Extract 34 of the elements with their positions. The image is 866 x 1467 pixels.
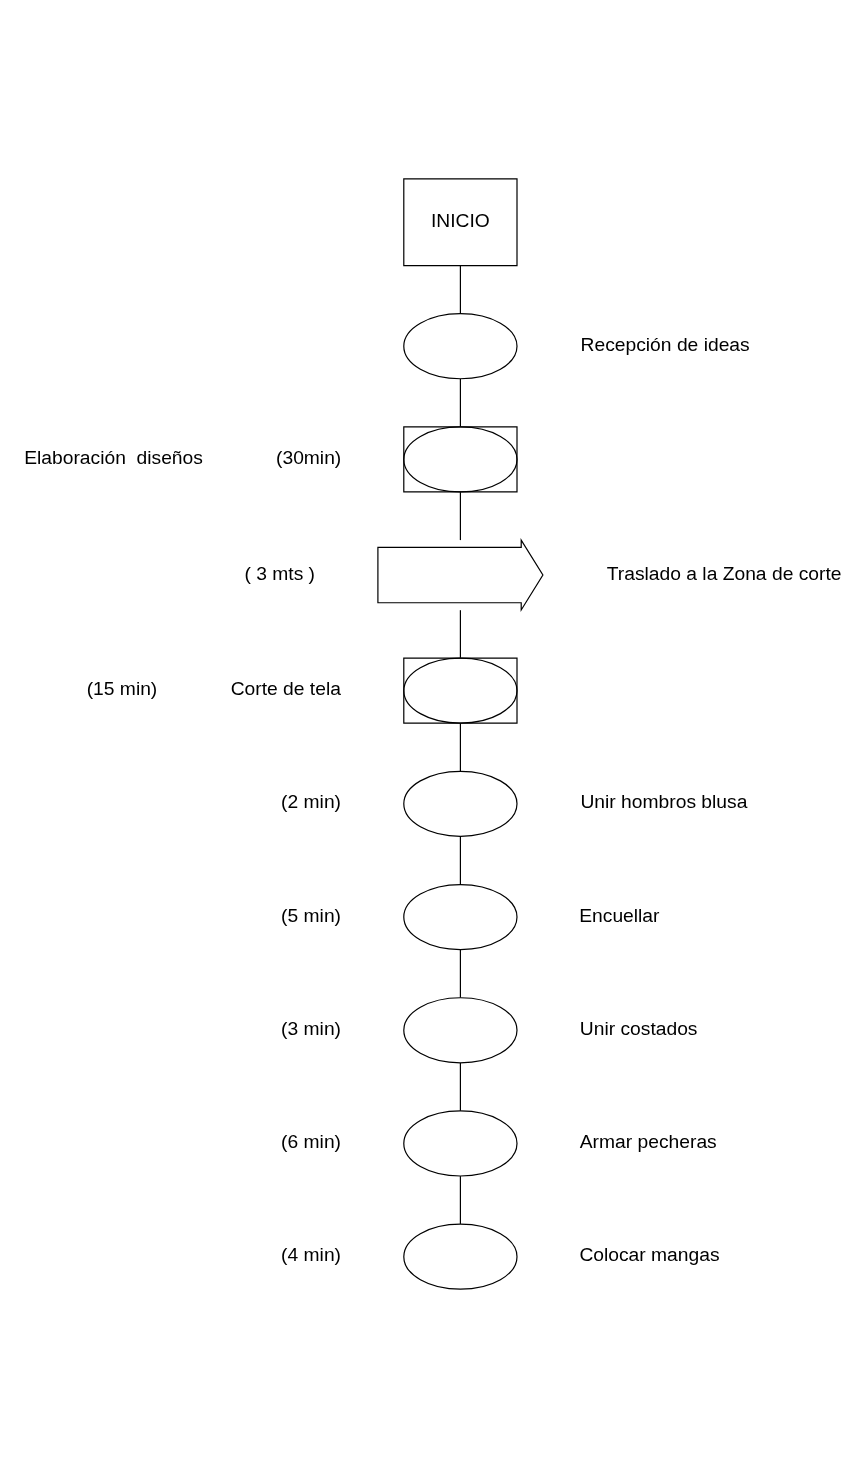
node-ellipse <box>403 312 518 379</box>
node-label: (6 min) <box>281 1130 342 1152</box>
connector <box>459 1175 461 1225</box>
node-ellipse <box>403 883 518 950</box>
node-label: Unir costados <box>579 1017 698 1039</box>
node-label: Armar pecheras <box>579 1130 717 1152</box>
node-label: Encuellar <box>579 904 660 926</box>
connector <box>459 491 461 541</box>
connector <box>459 948 461 998</box>
connector <box>459 264 461 314</box>
connector <box>459 377 461 427</box>
node-ellipse <box>403 1109 518 1177</box>
connector <box>459 609 461 658</box>
node-ellipse <box>403 996 518 1063</box>
node-label: Unir hombros blusa <box>580 790 748 812</box>
node-label: Traslado a la Zona de corte <box>606 562 842 584</box>
node-label: Corte de tela <box>230 677 341 699</box>
node-label: ( 3 mts ) <box>244 562 316 584</box>
node-label: (15 min) <box>86 677 158 699</box>
connector <box>459 1061 461 1111</box>
node-arrow <box>377 537 544 612</box>
node-ellipse <box>403 770 518 837</box>
node-label: Colocar mangas <box>579 1243 720 1265</box>
connector <box>459 835 461 885</box>
node-label: Recepción de ideas <box>580 333 750 355</box>
node-label: (2 min) <box>281 790 342 812</box>
node-box: INICIO <box>403 177 518 266</box>
node-label: (4 min) <box>281 1243 342 1265</box>
node-label: (30min) <box>276 446 342 468</box>
node-ellipse <box>403 1223 518 1290</box>
node-label: (5 min) <box>281 904 342 926</box>
connector <box>459 722 461 772</box>
node-label: Elaboración diseños <box>24 446 203 468</box>
node-label: (3 min) <box>281 1017 342 1039</box>
